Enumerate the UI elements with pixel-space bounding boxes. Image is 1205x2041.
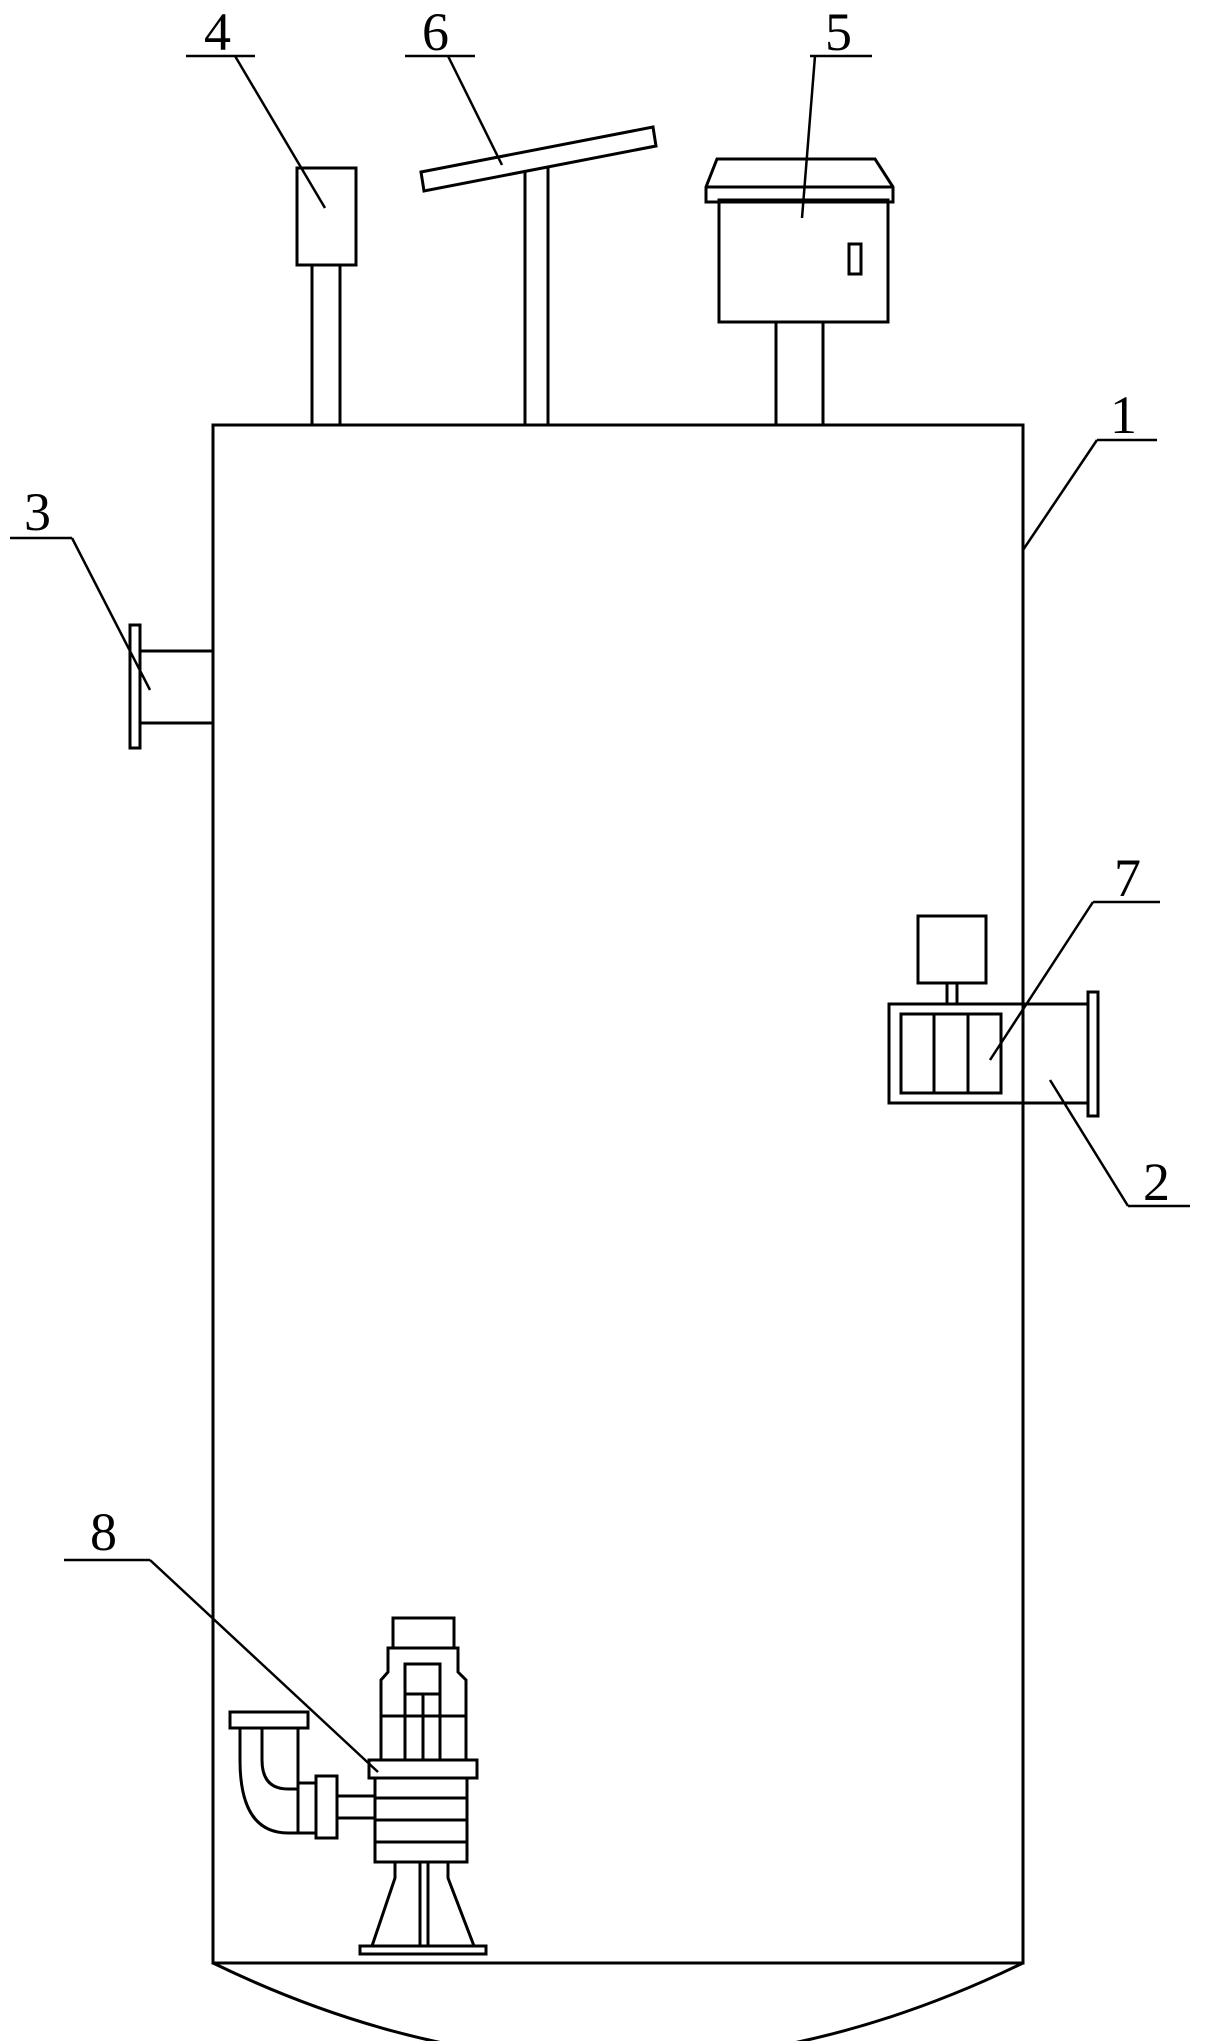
callout-labels: 1 2 3 4 5 6 7 8 <box>24 2 1170 1562</box>
callout-3: 3 <box>24 482 51 542</box>
callout-8: 8 <box>90 1502 117 1562</box>
sensor-post <box>295 166 358 425</box>
solar-panel-post <box>419 125 658 425</box>
inlet-pipe <box>128 623 213 750</box>
callout-7: 7 <box>1114 848 1141 908</box>
submersible-pump <box>228 1616 488 1956</box>
outlet-pipe-with-valve <box>887 914 1100 1118</box>
callout-5: 5 <box>825 2 852 62</box>
callout-6: 6 <box>422 2 449 62</box>
callout-4: 4 <box>204 2 231 62</box>
control-cabinet <box>704 157 895 425</box>
callout-1: 1 <box>1110 385 1137 445</box>
callout-2: 2 <box>1143 1152 1170 1212</box>
leader-lines <box>10 54 1190 1773</box>
tank-body <box>211 423 1025 2041</box>
